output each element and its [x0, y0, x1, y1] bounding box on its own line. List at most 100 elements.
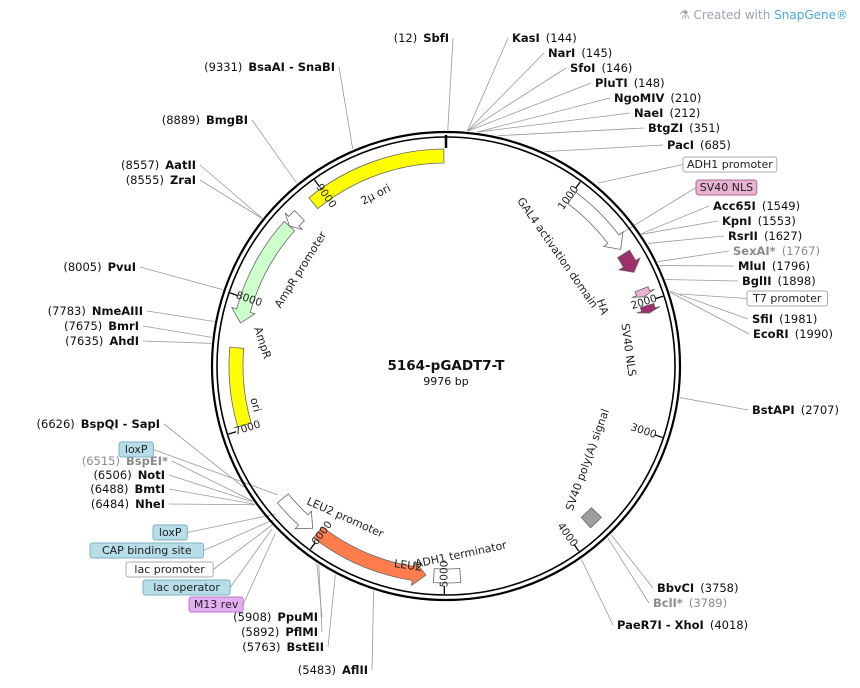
feature-box[interactable]: [142, 579, 231, 596]
site-label-acc65i[interactable]: Acc65I(1549): [713, 199, 800, 213]
snapgene-credit[interactable]: ⚗ Created with SnapGene®: [679, 8, 848, 22]
site-label-rsrii[interactable]: RsrII(1627): [728, 229, 802, 243]
box-leader-line: [679, 293, 748, 299]
site-label-bmgbi[interactable]: (8889) BmgBI: [162, 113, 248, 127]
site-label-bcli-[interactable]: BclI*(3789): [653, 596, 727, 610]
site-label-bsteii[interactable]: (5763)BstEII: [242, 640, 324, 654]
site-label-kasi[interactable]: KasI(144): [512, 31, 577, 45]
site-leader-line: [679, 397, 749, 411]
site-label-sfii[interactable]: SfiI(1981): [752, 312, 817, 326]
feature-sv40-nls[interactable]: [617, 249, 641, 273]
feature-arrows: [228, 148, 661, 587]
site-label-ecori[interactable]: EcoRI(1990): [753, 327, 833, 341]
site-label-mlui[interactable]: MluI(1796): [738, 259, 810, 273]
site-position: (1981): [779, 312, 817, 326]
site-label-ngomiv[interactable]: NgoMIV(210): [614, 91, 701, 105]
site-label-bstapi[interactable]: BstAPI(2707): [752, 403, 839, 417]
tick-mark: [655, 295, 664, 300]
site-leader-line: [477, 112, 631, 133]
feature-adh1-terminator[interactable]: [433, 568, 462, 584]
site-label-bglii[interactable]: BglII(1898): [742, 274, 816, 288]
site-position: (8889): [162, 113, 200, 127]
feature-box-label: lac operator: [153, 581, 220, 594]
site-label-kpni[interactable]: KpnI(1553): [722, 214, 796, 228]
site-name: AflII: [342, 663, 368, 677]
site-leader-line: [544, 144, 664, 153]
feature-box[interactable]: [746, 290, 829, 307]
site-name: SbfI: [423, 31, 449, 45]
feature-box-label: M13 rev: [194, 598, 239, 611]
tick-label: 3000: [629, 421, 658, 441]
box-leader-line: [242, 533, 276, 605]
site-name: SfoI: [570, 61, 595, 75]
site-label-bmti[interactable]: (6488)BmtI: [90, 482, 165, 496]
tick-mark: [228, 431, 237, 435]
feature-box-label: T7 promoter: [752, 292, 822, 305]
site-label-nmeaiii[interactable]: (7783)NmeAIII: [48, 304, 143, 318]
site-label-bmri[interactable]: (7675)BmrI: [64, 319, 139, 333]
site-label-sexai-[interactable]: SexAI*(1767): [733, 244, 820, 258]
site-label-bsaai-snabi[interactable]: (9331)BsaAI - SnaBI: [204, 60, 335, 74]
site-position: (351): [689, 121, 720, 135]
feature-box[interactable]: [695, 179, 758, 196]
feature-ori[interactable]: [228, 346, 252, 428]
feature-sv40-nls[interactable]: [636, 302, 661, 314]
feature-box[interactable]: [89, 542, 205, 559]
feature-leu2[interactable]: [313, 526, 427, 587]
backbone: [210, 130, 682, 602]
feature-ampr-promoter[interactable]: [284, 209, 305, 230]
site-name: BstAPI: [752, 403, 795, 417]
site-label-ahdi[interactable]: (7635)AhdI: [65, 334, 139, 348]
site-label-pvui[interactable]: (8005)PvuI: [63, 260, 136, 274]
feature-ampr[interactable]: [231, 220, 296, 324]
feature-box[interactable]: [682, 156, 778, 173]
site-label-noti[interactable]: (6506)NotI: [93, 468, 165, 482]
feature-label: SV40 NLS: [618, 323, 638, 378]
site-label-ppumi[interactable]: (5908)PpuMI: [233, 610, 318, 624]
site-leader-line: [168, 474, 254, 503]
site-position: (1767): [782, 244, 820, 258]
feature-box[interactable]: [118, 441, 154, 458]
site-label-bbvci[interactable]: BbvCI(3758): [657, 581, 738, 595]
feature-label: ADH1 terminator: [414, 538, 508, 570]
site-position: (8557): [121, 158, 159, 172]
site-position: (12): [394, 31, 418, 45]
site-label-aatii[interactable]: (8557)AatII: [121, 158, 196, 172]
feature-leu2-promoter[interactable]: [276, 493, 314, 530]
site-leader-line: [142, 325, 212, 338]
feature-box[interactable]: [152, 524, 188, 541]
feature-box-label: SV40 NLS: [700, 181, 753, 194]
site-label-paer7i-xhoi[interactable]: PaeR7I - XhoI(4018): [617, 618, 748, 632]
site-position: (685): [700, 138, 731, 152]
feature-ha[interactable]: [631, 286, 655, 298]
site-label-aflii[interactable]: (5483)AflII: [298, 663, 368, 677]
site-name: BmgBI: [206, 113, 248, 127]
site-label-sfoi[interactable]: SfoI(146): [570, 61, 632, 75]
site-position: (4018): [710, 618, 748, 632]
site-label-bspqi-sapi[interactable]: (6626)BspQI - SapI: [37, 417, 160, 431]
plasmid-name: 5164-pGADT7-T: [387, 358, 505, 374]
site-label-zrai[interactable]: (8555)ZraI: [126, 173, 196, 187]
site-name: KasI: [512, 31, 540, 45]
site-label-nhei[interactable]: (6484)NheI: [91, 497, 165, 511]
site-label-naei[interactable]: NaeI(212): [634, 106, 700, 120]
feature-sv40-poly-a-signal[interactable]: [580, 507, 603, 529]
feature-box[interactable]: [188, 596, 244, 613]
feature-box-label: ADH1 promoter: [687, 158, 773, 171]
site-label-nari[interactable]: NarI(145): [548, 46, 612, 60]
site-name: EcoRI: [753, 327, 789, 341]
feature-2-ori[interactable]: [308, 148, 445, 210]
tick-mark: [575, 181, 581, 189]
site-label-sbfi[interactable]: (12) SbfI: [394, 31, 449, 45]
site-label-btgzi[interactable]: BtgZI(351): [648, 121, 720, 135]
site-position: (1796): [772, 259, 810, 273]
feature-gal4-activation-domain[interactable]: [567, 191, 624, 250]
site-label-pluti[interactable]: PluTI(148): [595, 76, 665, 90]
box-leader-line: [203, 519, 274, 551]
site-leader-line: [142, 340, 212, 344]
site-label-paci[interactable]: PacI(685): [667, 138, 731, 152]
feature-box[interactable]: [125, 561, 214, 578]
site-label-pflmi[interactable]: (5892)PflMI: [241, 625, 318, 639]
